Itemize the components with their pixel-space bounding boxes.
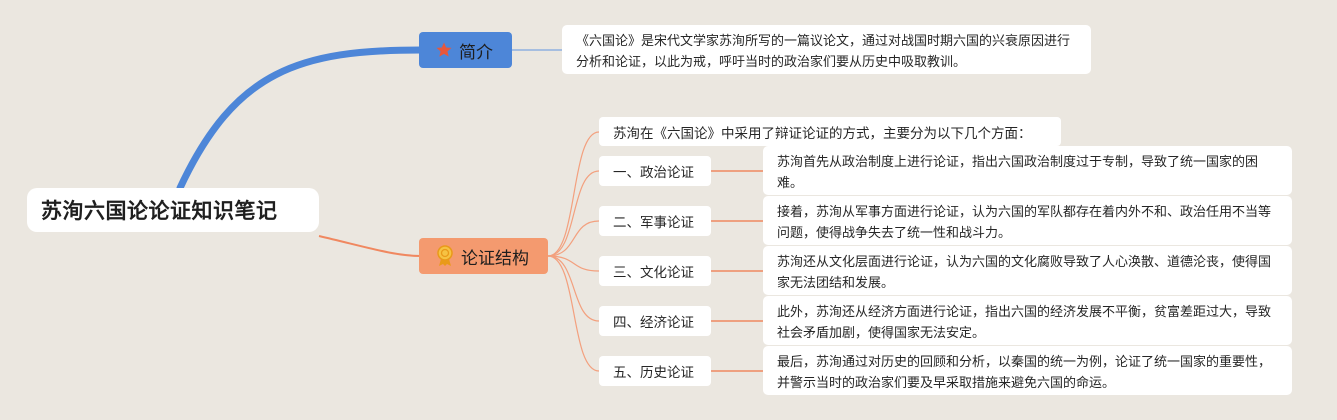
item-label: 三、文化论证 [613, 265, 694, 281]
intro-branch[interactable]: 简介 [419, 32, 512, 68]
item-label: 五、历史论证 [613, 365, 694, 381]
leaf-detail-links [711, 170, 763, 372]
item-label: 四、经济论证 [613, 315, 694, 331]
item-politics-detail[interactable]: 苏洵首先从政治制度上进行论证，指出六国政治制度过于专制，导致了统一国家的困难。 [763, 146, 1292, 195]
root-topic[interactable]: 苏洵六国论论证知识笔记 [27, 188, 319, 232]
item-military-detail[interactable]: 接着，苏洵从军事方面进行论证，认为六国的军队都存在着内外不和、政治任用不当等问题… [763, 196, 1292, 245]
item-detail-text: 最后，苏洵通过对历史的回顾和分析，以秦国的统一为例，论证了统一国家的重要性，并警… [777, 355, 1272, 391]
item-economy[interactable]: 四、经济论证 [599, 306, 711, 336]
structure-overview-text: 苏洵在《六国论》中采用了辩证论证的方式，主要分为以下几个方面： [613, 125, 1032, 142]
item-detail-text: 苏洵还从文化层面进行论证，认为六国的文化腐败导致了人心涣散、道德沦丧，使得国家无… [777, 255, 1272, 291]
intro-branch-label: 简介 [459, 42, 493, 63]
intro-text-card[interactable]: 《六国论》是宋代文学家苏洵所写的一篇议论文，通过对战国时期六国的兴衰原因进行分析… [562, 25, 1091, 74]
item-detail-text: 此外，苏洵还从经济方面进行论证，指出六国的经济发展不平衡，贫富差距过大，导致社会… [777, 305, 1272, 341]
structure-overview[interactable]: 苏洵在《六国论》中采用了辩证论证的方式，主要分为以下几个方面： [599, 117, 1061, 146]
root-to-intro-link [176, 46, 425, 192]
item-economy-detail[interactable]: 此外，苏洵还从经济方面进行论证，指出六国的经济发展不平衡，贫富差距过大，导致社会… [763, 296, 1292, 345]
structure-branch[interactable]: 论证结构 [419, 238, 548, 274]
item-detail-text: 接着，苏洵从军事方面进行论证，认为六国的军队都存在着内外不和、政治任用不当等问题… [777, 205, 1272, 241]
item-history-detail[interactable]: 最后，苏洵通过对历史的回顾和分析，以秦国的统一为例，论证了统一国家的重要性，并警… [763, 346, 1292, 395]
item-culture-detail[interactable]: 苏洵还从文化层面进行论证，认为六国的文化腐败导致了人心涣散、道德沦丧，使得国家无… [763, 246, 1292, 295]
award-ribbon-icon [435, 245, 455, 267]
item-history[interactable]: 五、历史论证 [599, 356, 711, 386]
star-icon [435, 41, 453, 59]
item-label: 二、军事论证 [613, 215, 694, 231]
item-military[interactable]: 二、军事论证 [599, 206, 711, 236]
root-title: 苏洵六国论论证知识笔记 [41, 199, 278, 223]
item-detail-text: 苏洵首先从政治制度上进行论证，指出六国政治制度过于专制，导致了统一国家的困难。 [777, 155, 1259, 191]
intro-text: 《六国论》是宋代文学家苏洵所写的一篇议论文，通过对战国时期六国的兴衰原因进行分析… [576, 34, 1071, 70]
structure-branch-label: 论证结构 [461, 248, 529, 269]
root-to-structure-link [318, 235, 422, 257]
item-culture[interactable]: 三、文化论证 [599, 256, 711, 286]
structure-children-links [547, 131, 600, 372]
item-label: 一、政治论证 [613, 165, 694, 181]
item-politics[interactable]: 一、政治论证 [599, 156, 711, 186]
